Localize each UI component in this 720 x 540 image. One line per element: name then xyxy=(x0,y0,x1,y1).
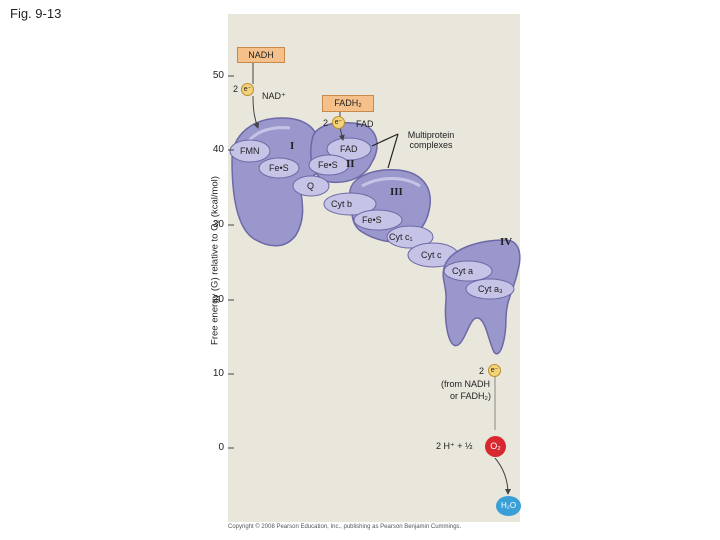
complex-iii-highlight xyxy=(361,177,421,188)
pointer-line-2 xyxy=(387,133,399,169)
arrow-nad-branch xyxy=(252,95,260,129)
fadh2-box: FADH₂ xyxy=(322,95,374,112)
h2o-circle: H₂O xyxy=(496,496,521,516)
or-fadh2-label: or FADH₂) xyxy=(450,391,491,401)
electron-icon-2: e⁻ xyxy=(332,116,345,129)
fes-1-label: Fe•S xyxy=(269,163,289,173)
fad-ellipse xyxy=(326,137,372,161)
arrow-o2-to-h2o xyxy=(494,457,511,495)
fes-2-label: Fe•S xyxy=(318,160,338,170)
cyt-c1-label: Cyt c₁ xyxy=(389,232,413,242)
pointer-line-1 xyxy=(371,133,399,147)
cyt-a-label: Cyt a xyxy=(452,266,474,276)
electron-icon-1: e⁻ xyxy=(241,83,254,96)
two-e-label-2: 2 xyxy=(323,118,329,128)
q-label: Q xyxy=(307,181,315,191)
fad-top-label: FAD xyxy=(356,119,374,129)
fes-2-ellipse xyxy=(308,154,350,176)
complex-i-label: I xyxy=(290,140,295,152)
tick-label-40: 40 xyxy=(212,144,224,155)
cyt-c-label: Cyt c xyxy=(421,250,442,260)
cyt-b-ellipse xyxy=(323,192,377,216)
tick-label-30: 30 xyxy=(212,219,224,230)
cyt-a3-label: Cyt a₃ xyxy=(478,284,503,294)
cyt-a3-ellipse xyxy=(465,278,515,300)
fes-3-ellipse xyxy=(353,209,403,231)
h-plus-half-label: 2 H⁺ + ½ xyxy=(436,441,473,451)
complex-iv-label: IV xyxy=(500,236,513,248)
figure-title: Fig. 9-13 xyxy=(10,6,62,21)
cyt-b-label: Cyt b xyxy=(331,199,353,209)
electron-icon-3: e⁻ xyxy=(488,364,501,377)
tick-label-10: 10 xyxy=(212,368,224,379)
o2-circle: O₂ xyxy=(485,436,506,457)
complex-iii-label: III xyxy=(390,186,403,198)
y-axis-label: Free energy (G) relative to O₂ (kcal/mol… xyxy=(209,176,221,345)
two-e-label-1: 2 xyxy=(233,84,239,94)
cyt-a-ellipse xyxy=(443,260,493,282)
cyt-c1-ellipse xyxy=(386,225,434,249)
q-ellipse xyxy=(292,175,330,197)
fes-3-label: Fe•S xyxy=(362,215,382,225)
complex-ii-label: II xyxy=(346,158,355,170)
fes-1-ellipse xyxy=(258,157,300,179)
from-nadh-label: (from NADH xyxy=(441,379,490,389)
nadh-box: NADH xyxy=(237,47,285,63)
tick-label-20: 20 xyxy=(212,294,224,305)
tick-label-50: 50 xyxy=(212,70,224,81)
arrow-fadh2-complex xyxy=(338,127,345,141)
nad-plus-label: NAD⁺ xyxy=(262,91,286,101)
copyright-text: Copyright © 2008 Pearson Education, Inc.… xyxy=(228,524,462,530)
tick-label-0: 0 xyxy=(218,442,224,453)
fad-complex-label: FAD xyxy=(340,144,358,154)
fmn-label: FMN xyxy=(240,146,260,156)
multiprotein-label: Multiprotein complexes xyxy=(407,130,455,150)
fmn-ellipse xyxy=(229,139,271,163)
two-e-label-3: 2 xyxy=(479,366,485,376)
